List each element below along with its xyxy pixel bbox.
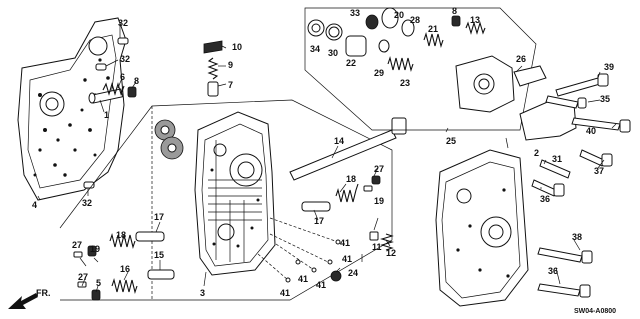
label-part-30: 30 [328,48,338,58]
label-part-14: 14 [334,136,344,146]
label-part-22: 22 [346,58,356,68]
label-part-24: 24 [348,268,358,278]
secondary-valve-body [435,149,529,307]
front-direction-arrow: FR. [8,288,51,309]
label-part-17-left: 17 [154,212,164,222]
front-direction-label: FR. [36,288,51,298]
accumulator-parts [307,7,486,72]
pump-gears [154,119,184,160]
label-part-27-left-upper: 27 [72,240,82,250]
label-part-9: 9 [228,60,233,70]
label-part-39: 39 [604,62,614,72]
label-part-15: 15 [154,250,164,260]
label-part-41-d: 41 [316,280,326,290]
label-part-2: 2 [534,148,539,158]
valve-body-group-outline [59,99,393,301]
bolts-31-36-37 [531,149,613,197]
leader-lines [37,26,617,293]
label-part-25: 25 [446,136,456,146]
bolts-35-39-40 [545,73,631,133]
label-part-31: 31 [552,154,562,164]
label-part-18-left: 18 [116,230,126,240]
label-part-20: 20 [394,10,404,20]
label-part-7: 7 [228,80,233,90]
part-10-7-9-stack [203,40,223,97]
label-part-41-a: 41 [340,238,350,248]
shift-shaft-14 [289,117,407,181]
part-number-labels: 1 2 3 4 5 6 7 8 8 9 10 11 12 13 14 15 16… [32,6,614,298]
label-part-8-left: 8 [134,76,139,86]
label-part-11: 11 [372,242,382,252]
label-part-26: 26 [516,54,526,64]
label-part-38: 38 [572,232,582,242]
label-part-29: 29 [374,68,384,78]
label-part-28: 28 [410,15,420,25]
label-part-33: 33 [350,8,360,18]
accumulator-group-outline [304,7,537,131]
label-part-35: 35 [600,94,610,104]
label-part-40: 40 [586,126,596,136]
label-part-27-right: 27 [374,164,384,174]
label-part-3: 3 [200,288,205,298]
label-part-18-right: 18 [346,174,356,184]
label-part-36-upper: 36 [540,194,550,204]
label-part-12: 12 [386,248,396,258]
separator-plate [17,17,127,201]
label-part-4: 4 [32,200,37,210]
diagram-code: SW04-A0800 [574,308,616,315]
label-part-19-right: 19 [374,196,384,206]
label-part-37: 37 [594,166,604,176]
right-valve-spools [301,175,394,282]
label-part-32-mid: 32 [120,54,130,64]
label-part-41-e: 41 [280,288,290,298]
label-part-16: 16 [120,264,130,274]
bolts-36-38 [537,247,593,298]
left-valve-spools [73,231,175,301]
label-part-8-right: 8 [452,6,457,16]
label-part-23: 23 [400,78,410,88]
label-part-41-c: 41 [298,274,308,284]
label-part-5: 5 [96,278,101,288]
label-part-34: 34 [310,44,320,54]
label-part-17-right: 17 [314,216,324,226]
label-part-6: 6 [120,72,125,82]
label-part-36-lower: 36 [548,266,558,276]
label-part-19-left: 19 [90,244,100,254]
main-valve-body [194,111,276,276]
bolt-41-dash-lines [257,217,341,283]
plug-part-8 [127,86,137,98]
label-part-41-b: 41 [342,254,352,264]
servo-housing [455,55,547,113]
label-part-27-left-lower: 27 [78,272,88,282]
label-part-13: 13 [470,15,480,25]
spring-part-6 [102,82,125,96]
label-part-21: 21 [428,24,438,34]
label-part-32-bottom: 32 [82,198,92,208]
label-part-32-top: 32 [118,18,128,28]
label-part-10: 10 [232,42,242,52]
label-part-1: 1 [104,110,109,120]
